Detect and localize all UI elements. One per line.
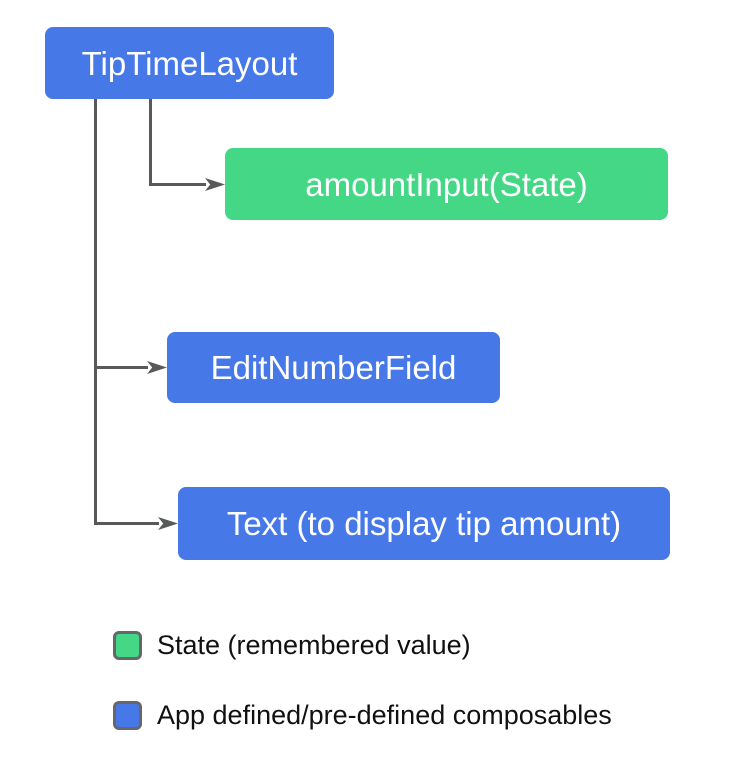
node-amount-input-state-label: amountInput(State)	[305, 165, 588, 203]
node-text-display-tip-amount: Text (to display tip amount)	[178, 487, 670, 560]
arrowhead-to-amount-input	[205, 178, 225, 191]
node-edit-number-field-label: EditNumberField	[210, 349, 457, 386]
node-tiptimelayout: TipTimeLayout	[45, 27, 334, 99]
connector-to-amount-input-horizontal	[149, 183, 206, 186]
node-edit-number-field: EditNumberField	[167, 332, 500, 403]
legend-label-state: State (remembered value)	[157, 630, 471, 660]
legend-swatch-state	[113, 631, 142, 660]
node-text-display-tip-amount-label: Text (to display tip amount)	[226, 505, 622, 542]
arrowhead-to-text-display	[158, 517, 178, 530]
arrowhead-to-edit-number-field	[147, 361, 167, 374]
connector-to-amount-input-vertical	[149, 99, 152, 186]
node-tiptimelayout-label: TipTimeLayout	[81, 44, 298, 82]
legend-label-composables: App defined/pre-defined composables	[157, 700, 612, 730]
legend: State (remembered value) App defined/pre…	[113, 630, 612, 769]
node-amount-input-state: amountInput(State)	[225, 148, 668, 220]
legend-item-composables: App defined/pre-defined composables	[113, 700, 612, 731]
legend-item-state: State (remembered value)	[113, 630, 612, 661]
legend-swatch-composables	[113, 701, 142, 730]
connector-trunk-vertical	[94, 99, 97, 525]
connector-to-edit-number-field	[94, 366, 148, 369]
connector-to-text-display	[94, 522, 159, 525]
